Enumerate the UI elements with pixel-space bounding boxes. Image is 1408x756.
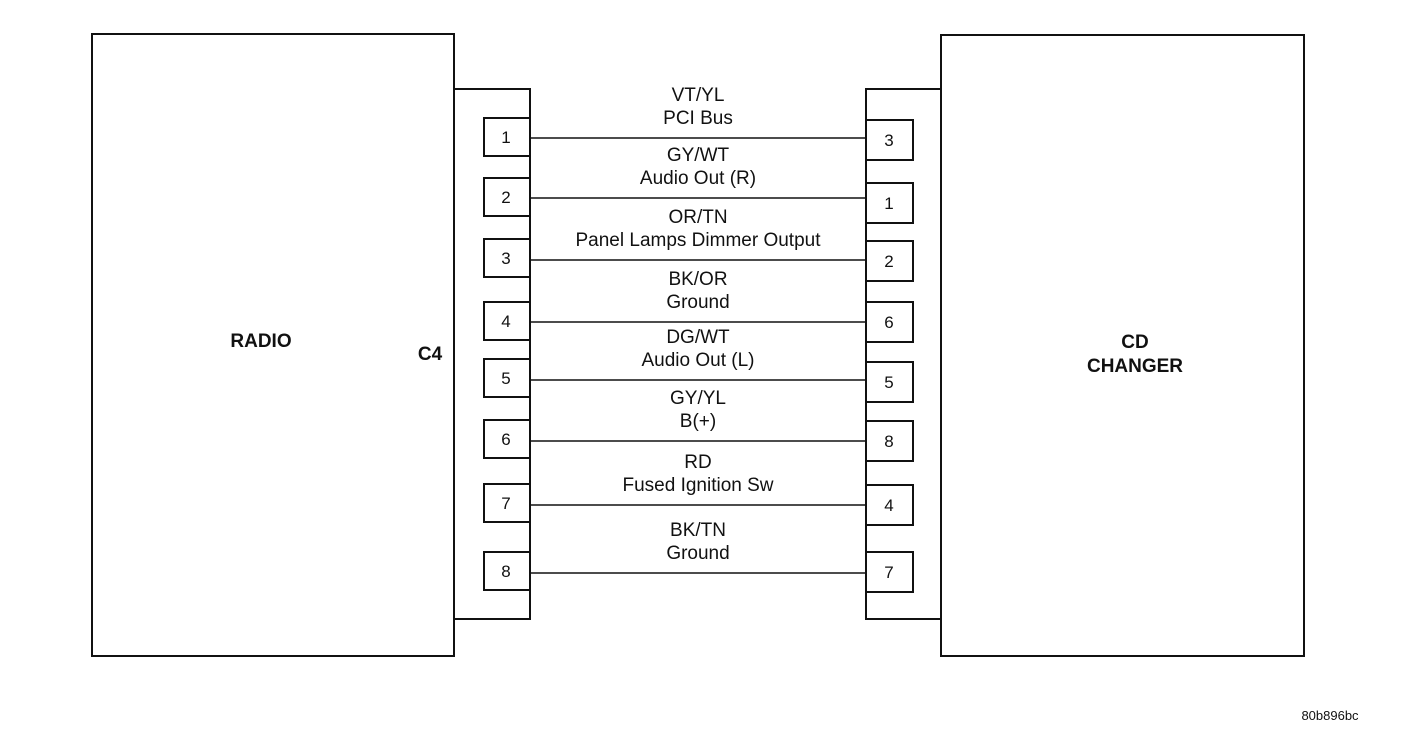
- cd-pin-box: [865, 551, 914, 593]
- cd-connector-housing: [865, 88, 942, 620]
- wire-function-label: B(+): [680, 411, 716, 432]
- radio-pin-number: 6: [501, 430, 510, 449]
- wire-color-label: BK/OR: [668, 269, 727, 290]
- cd-pin-number: 6: [884, 313, 893, 332]
- radio-pin-box: [483, 483, 531, 523]
- radio-pin-box: [483, 238, 531, 278]
- cd-pin-box: [865, 182, 914, 224]
- radio-pin-number: 5: [501, 369, 510, 388]
- wire-function-label: Panel Lamps Dimmer Output: [576, 230, 822, 251]
- cd-pin-number: 8: [884, 432, 893, 451]
- cd-changer-label-line2: CHANGER: [1087, 356, 1183, 377]
- radio-label: RADIO: [230, 331, 291, 352]
- cd-pin-box: [865, 119, 914, 161]
- cd-pin-number: 2: [884, 252, 893, 271]
- wire-function-label: Audio Out (R): [640, 168, 756, 189]
- wire-function-label: Ground: [666, 543, 729, 564]
- radio-pin-box: [483, 419, 531, 459]
- radio-connector-housing: [453, 88, 531, 620]
- figure-id: 80b896bc: [1301, 708, 1359, 723]
- radio-pin-box: [483, 551, 531, 591]
- radio-pin-number: 1: [501, 128, 510, 147]
- radio-pin-box: [483, 358, 531, 398]
- wire-function-label: Ground: [666, 292, 729, 313]
- radio-pin-box: [483, 301, 531, 341]
- cd-pin-number: 4: [884, 496, 893, 515]
- wire-function-label: Fused Ignition Sw: [622, 475, 773, 496]
- radio-pin-number: 4: [501, 312, 510, 331]
- wire-color-label: RD: [684, 452, 711, 473]
- cd-pin-box: [865, 484, 914, 526]
- connector-label: C4: [418, 344, 443, 365]
- cd-pin-box: [865, 361, 914, 403]
- wire-function-label: PCI Bus: [663, 108, 733, 129]
- cd-changer-label-line1: CD: [1121, 332, 1148, 353]
- radio-module: [91, 33, 455, 657]
- radio-pin-number: 8: [501, 562, 510, 581]
- radio-pin-number: 7: [501, 494, 510, 513]
- cd-pin-number: 5: [884, 373, 893, 392]
- cd-pin-box: [865, 301, 914, 343]
- wire-function-label: Audio Out (L): [642, 350, 755, 371]
- cd-pin-number: 1: [884, 194, 893, 213]
- wire-color-label: BK/TN: [670, 520, 726, 541]
- wire-color-label: DG/WT: [666, 327, 730, 348]
- radio-pin-box: [483, 177, 531, 217]
- cd-pin-number: 7: [884, 563, 893, 582]
- cd-pin-box: [865, 240, 914, 282]
- cd-changer-module: [940, 34, 1305, 657]
- radio-pin-number: 3: [501, 249, 510, 268]
- radio-pin-number: 2: [501, 188, 510, 207]
- wire-color-label: GY/WT: [667, 145, 730, 166]
- wire-color-label: VT/YL: [672, 85, 725, 106]
- cd-pin-number: 3: [884, 131, 893, 150]
- radio-pin-box: [483, 117, 531, 157]
- wire-color-label: GY/YL: [670, 388, 726, 409]
- wire-color-label: OR/TN: [668, 207, 727, 228]
- cd-pin-box: [865, 420, 914, 462]
